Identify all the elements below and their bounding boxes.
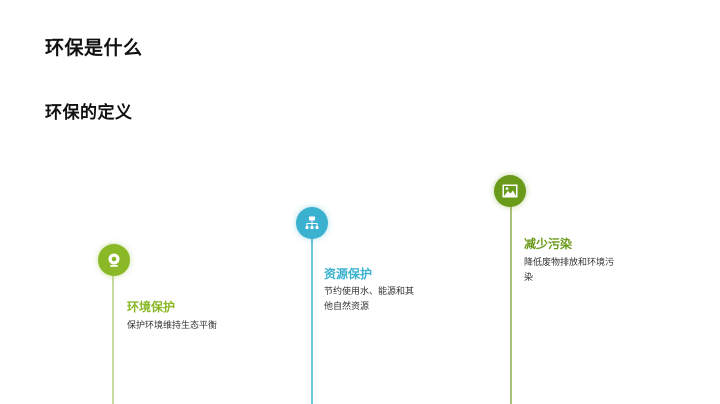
timeline-line [311,238,313,404]
timeline-item-description: 降低废物排放和环境污染 [524,258,615,283]
timeline-item-title: 资源保护 [324,267,373,281]
timeline-line [112,276,114,404]
timeline-item-description: 保护环境维持生态平衡 [127,321,218,331]
timeline-item-title: 减少污染 [524,237,573,251]
webcam-icon [108,253,120,267]
slide-title: 环保是什么 [45,37,143,59]
sitemap-icon [305,216,319,230]
slide-subtitle: 环保的定义 [45,103,133,123]
timeline-item-title: 环境保护 [127,300,176,314]
image-icon [502,184,518,198]
timeline-node [494,175,526,207]
timeline-node [296,207,328,239]
timeline-line [510,205,512,404]
timeline-node [98,244,130,276]
timeline-item-description: 节约使用水、能源和其他自然资源 [324,287,415,312]
